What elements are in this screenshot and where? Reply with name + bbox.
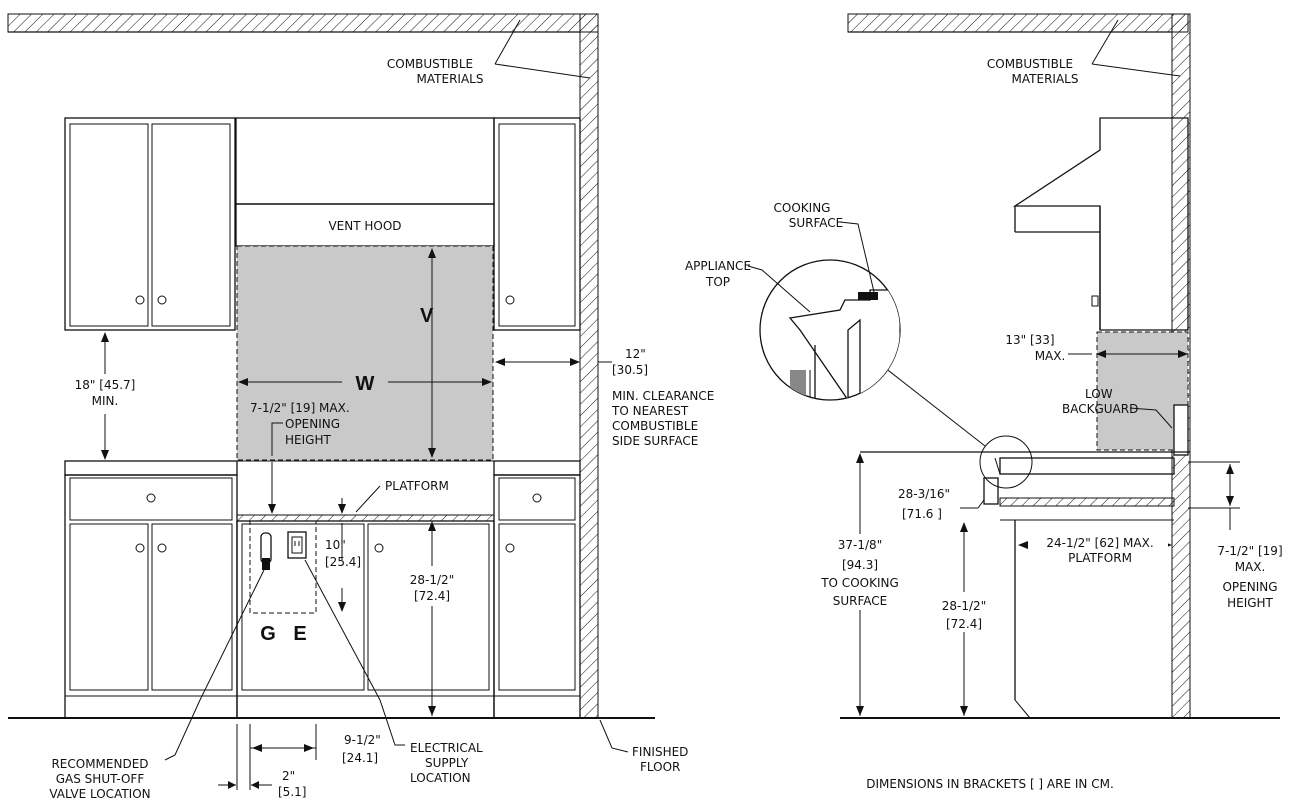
svg-text:BACKGUARD: BACKGUARD [1062, 402, 1138, 416]
platform-label-left: PLATFORM [385, 479, 449, 493]
center-cabinet [236, 520, 495, 719]
svg-text:MAX.: MAX. [1235, 560, 1266, 574]
appliance-top-label: APPLIANCE [685, 259, 751, 273]
gas-valve-location-label: RECOMMENDED [51, 757, 148, 771]
ceiling-hatch-left [7, 13, 599, 33]
appliance-top-detail [759, 259, 901, 401]
vent-hood-label: VENT HOOD [328, 219, 401, 233]
upper-cabinet-left [64, 117, 236, 331]
svg-text:SUPPLY: SUPPLY [425, 756, 469, 770]
dim-13-label: 13" [33] [1005, 333, 1054, 347]
opening-height-label-right: 7-1/2" [19] [1217, 544, 1282, 558]
footnote: DIMENSIONS IN BRACKETS [ ] ARE IN CM. [866, 777, 1114, 791]
gas-label-g: G [260, 623, 276, 645]
svg-text:OPENING: OPENING [285, 417, 340, 431]
side-clearance-12-label: 12" [625, 347, 646, 361]
svg-text:SURFACE: SURFACE [789, 216, 844, 230]
svg-text:OPENING: OPENING [1222, 580, 1277, 594]
lower-cabinet-left [64, 474, 238, 719]
svg-text:GAS SHUT-OFF: GAS SHUT-OFF [56, 772, 145, 786]
svg-text:[5.1]: [5.1] [278, 785, 306, 799]
dim-9-half-label: 9-1/2" [344, 733, 381, 747]
svg-text:[72.4]: [72.4] [946, 617, 982, 631]
svg-text:TOP: TOP [705, 275, 730, 289]
svg-text:MIN.: MIN. [92, 394, 119, 408]
dim-28-3-16-label: 28-3/16" [898, 487, 950, 501]
svg-text:VALVE LOCATION: VALVE LOCATION [49, 787, 150, 801]
electric-label-e: E [293, 623, 306, 645]
clearance-18-label: 18" [45.7] [75, 378, 136, 392]
side-view-appliance [860, 451, 1190, 719]
dim-28-half-right-label: 28-1/2" [942, 599, 986, 613]
svg-text:[25.4]: [25.4] [325, 555, 361, 569]
dim-28-half-left-label: 28-1/2" [410, 573, 454, 587]
svg-text:[71.6 ]: [71.6 ] [902, 507, 942, 521]
svg-text:COMBUSTIBLE: COMBUSTIBLE [612, 419, 698, 433]
svg-text:[72.4]: [72.4] [414, 589, 450, 603]
svg-text:HEIGHT: HEIGHT [1227, 596, 1273, 610]
side-wall-left-view [579, 13, 599, 719]
v-dimension-label: V [420, 305, 434, 327]
min-clearance-label: MIN. CLEARANCE [612, 389, 714, 403]
svg-text:MATERIALS: MATERIALS [1012, 72, 1079, 86]
lower-cabinet-right [493, 474, 581, 719]
gas-electric-zone [249, 520, 317, 614]
svg-text:[94.3]: [94.3] [842, 558, 878, 572]
svg-text:SURFACE: SURFACE [833, 594, 888, 608]
svg-text:MAX.: MAX. [1035, 349, 1066, 363]
detail-callout-circle [979, 435, 1033, 489]
countertop-right [493, 460, 581, 476]
finished-floor-label: FINISHED [632, 745, 688, 759]
svg-text:FLOOR: FLOOR [640, 760, 680, 774]
electrical-outlet-icon [287, 531, 307, 559]
svg-text:[30.5]: [30.5] [612, 363, 648, 377]
combustible-materials-label-left: COMBUSTIBLE [387, 57, 473, 71]
svg-text:LOCATION: LOCATION [410, 771, 471, 785]
low-backguard-label: LOW [1085, 387, 1113, 401]
upper-cabinet-right [493, 117, 581, 331]
hood-chimney [235, 117, 495, 205]
electrical-supply-label: ELECTRICAL [410, 741, 483, 755]
low-backguard [1173, 404, 1189, 456]
backguard-clearance-zone [1096, 331, 1189, 451]
svg-text:SIDE SURFACE: SIDE SURFACE [612, 434, 698, 448]
svg-text:TO COOKING: TO COOKING [820, 576, 899, 590]
svg-text:[24.1]: [24.1] [342, 751, 378, 765]
ceiling-hatch-right [847, 13, 1189, 33]
w-dimension-label: W [356, 373, 375, 395]
dim-10-label: 10" [325, 538, 346, 552]
countertop-left [64, 460, 238, 476]
cooking-surface-label: COOKING [774, 201, 831, 215]
svg-text:HEIGHT: HEIGHT [285, 433, 331, 447]
dim-37-label: 37-1/8" [838, 538, 882, 552]
svg-text:PLATFORM: PLATFORM [1068, 551, 1132, 565]
platform-left [236, 514, 495, 522]
dim-24-half-label: 24-1/2" [62] MAX. [1046, 536, 1153, 550]
opening-height-label-left: 7-1/2" [19] MAX. [250, 401, 350, 415]
svg-text:TO NEAREST: TO NEAREST [611, 404, 689, 418]
side-view-hood [1012, 117, 1189, 331]
svg-text:MATERIALS: MATERIALS [417, 72, 484, 86]
gas-valve-icon [260, 532, 272, 570]
dim-2-label: 2" [282, 769, 295, 783]
combustible-materials-label-right: COMBUSTIBLE [987, 57, 1073, 71]
